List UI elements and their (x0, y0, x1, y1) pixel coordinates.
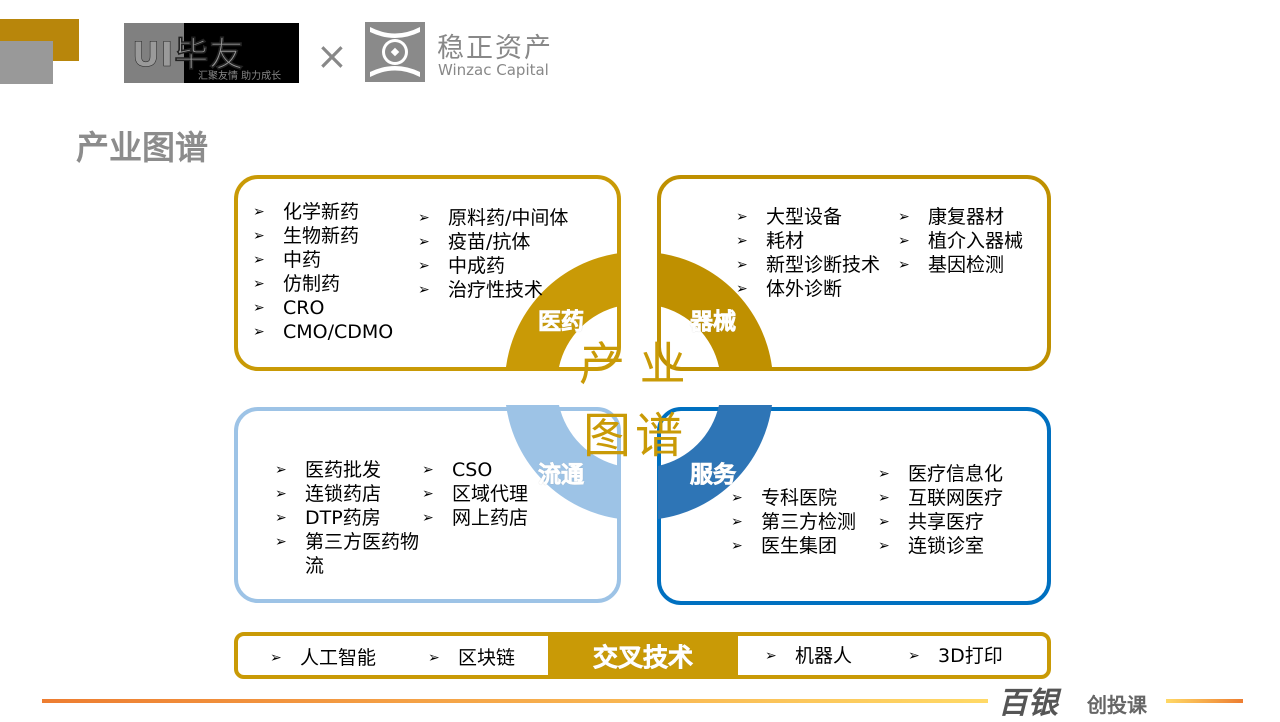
list-item: DTP药房 (275, 506, 435, 530)
cross-tech-label: 交叉技术 (548, 632, 738, 679)
pharma-list-1: 化学新药 生物新药 中药 仿制药 CRO CMO/CDMO (253, 200, 393, 344)
list-item: 网上药店 (422, 506, 528, 530)
service-list-1: 专科医院 第三方检测 医生集团 (731, 486, 856, 558)
device-label: 器械 (690, 309, 737, 336)
list-item: CSO (422, 458, 528, 482)
cross-tech-item: 区块链 (428, 646, 515, 670)
device-list-2: 康复器材 植介入器械 基因检测 (898, 205, 1023, 277)
footer-brand-sub: 创投课 (1087, 693, 1147, 717)
list-item: 生物新药 (253, 224, 393, 248)
list-item: 康复器材 (898, 205, 1023, 229)
list-item: 医生集团 (731, 534, 856, 558)
distribution-list-2: CSO 区域代理 网上药店 (422, 458, 528, 530)
corner-decoration-gray (0, 41, 53, 84)
device-list-1: 大型设备 耗材 新型诊断技术 体外诊断 (736, 205, 880, 301)
list-item: CMO/CDMO (253, 320, 393, 344)
center-title-line1: 产 业 (579, 337, 686, 391)
list-item: 大型设备 (736, 205, 880, 229)
ui-biyou-logo: UI毕友 汇聚友情 助力成长 (124, 23, 299, 83)
times-sign: × (316, 34, 348, 78)
pharma-list-2: 原料药/中间体 疫苗/抗体 中成药 治疗性技术 (418, 206, 568, 302)
pharma-label: 医药 (538, 309, 585, 336)
list-item: 中药 (253, 248, 393, 272)
footer-line-left (42, 699, 988, 703)
footer-line-right (1166, 699, 1243, 703)
list-item: 原料药/中间体 (418, 206, 568, 230)
list-item: 治疗性技术 (418, 278, 568, 302)
winzac-name-cn: 稳正资产 (437, 33, 553, 64)
cross-tech-item: 人工智能 (270, 646, 376, 670)
list-item: 医疗信息化 (878, 462, 1003, 486)
list-item: 中成药 (418, 254, 568, 278)
page-title: 产业图谱 (76, 128, 208, 167)
logo-main: UI毕友 (132, 35, 245, 76)
list-item: 耗材 (736, 229, 880, 253)
list-item: 体外诊断 (736, 277, 880, 301)
footer-brand: 百银 (998, 686, 1058, 721)
list-item: 第三方检测 (731, 510, 856, 534)
list-item: 互联网医疗 (878, 486, 1003, 510)
cross-tech-item: 3D打印 (908, 644, 1003, 668)
logo-slogan: 汇聚友情 助力成长 (198, 71, 282, 82)
list-item: 化学新药 (253, 200, 393, 224)
list-item: 共享医疗 (878, 510, 1003, 534)
list-item: 区域代理 (422, 482, 528, 506)
list-item: 疫苗/抗体 (418, 230, 568, 254)
service-list-2: 医疗信息化 互联网医疗 共享医疗 连锁诊室 (878, 462, 1003, 558)
list-item: 专科医院 (731, 486, 856, 510)
list-item: 植介入器械 (898, 229, 1023, 253)
distribution-list-1: 医药批发 连锁药店 DTP药房 第三方医药物流 (275, 458, 435, 578)
winzac-logo-icon (365, 22, 425, 82)
list-item: 连锁诊室 (878, 534, 1003, 558)
winzac-name-en: Winzac Capital (438, 61, 549, 79)
list-item: 新型诊断技术 (736, 253, 880, 277)
list-item: 基因检测 (898, 253, 1023, 277)
device-wedge (658, 253, 772, 367)
center-title-line2: 图谱 (583, 408, 688, 464)
cross-tech-item: 机器人 (765, 644, 852, 668)
service-label: 服务 (690, 462, 737, 489)
service-wedge (658, 405, 772, 519)
distribution-wedge (506, 405, 620, 519)
pharma-wedge (506, 253, 620, 367)
list-item: 医药批发 (275, 458, 435, 482)
list-item: 仿制药 (253, 272, 393, 296)
distribution-label: 流通 (538, 462, 585, 489)
list-item: 连锁药店 (275, 482, 435, 506)
list-item: CRO (253, 296, 393, 320)
list-item: 第三方医药物流 (275, 530, 435, 578)
